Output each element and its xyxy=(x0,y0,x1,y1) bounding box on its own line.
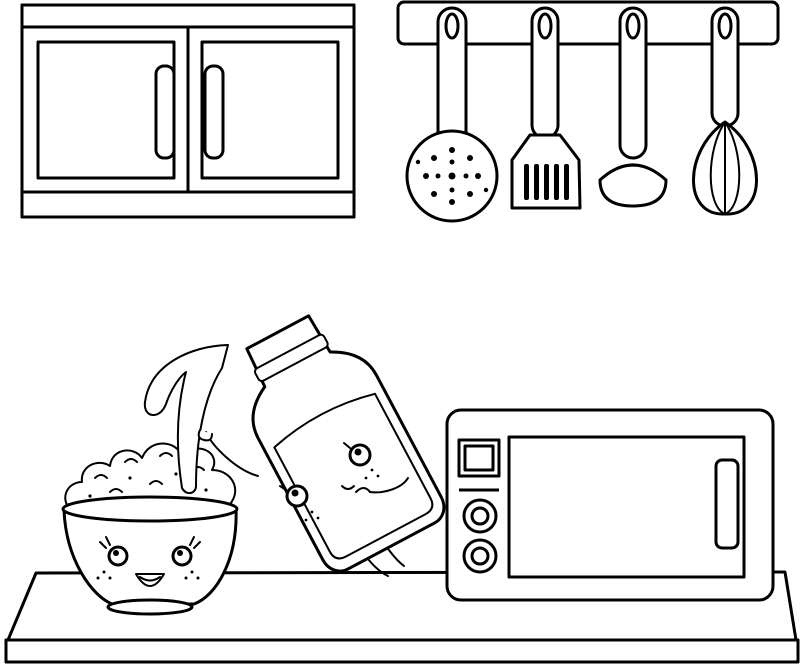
whisk-icon xyxy=(692,6,758,216)
kitchen-cabinet-icon xyxy=(20,3,356,219)
ladle-icon xyxy=(598,6,668,208)
utensil-rail xyxy=(396,0,780,46)
microwave-icon xyxy=(445,408,775,602)
spatula-icon xyxy=(510,6,582,210)
bottle-character-icon xyxy=(143,314,446,577)
skimmer-icon xyxy=(405,6,499,223)
